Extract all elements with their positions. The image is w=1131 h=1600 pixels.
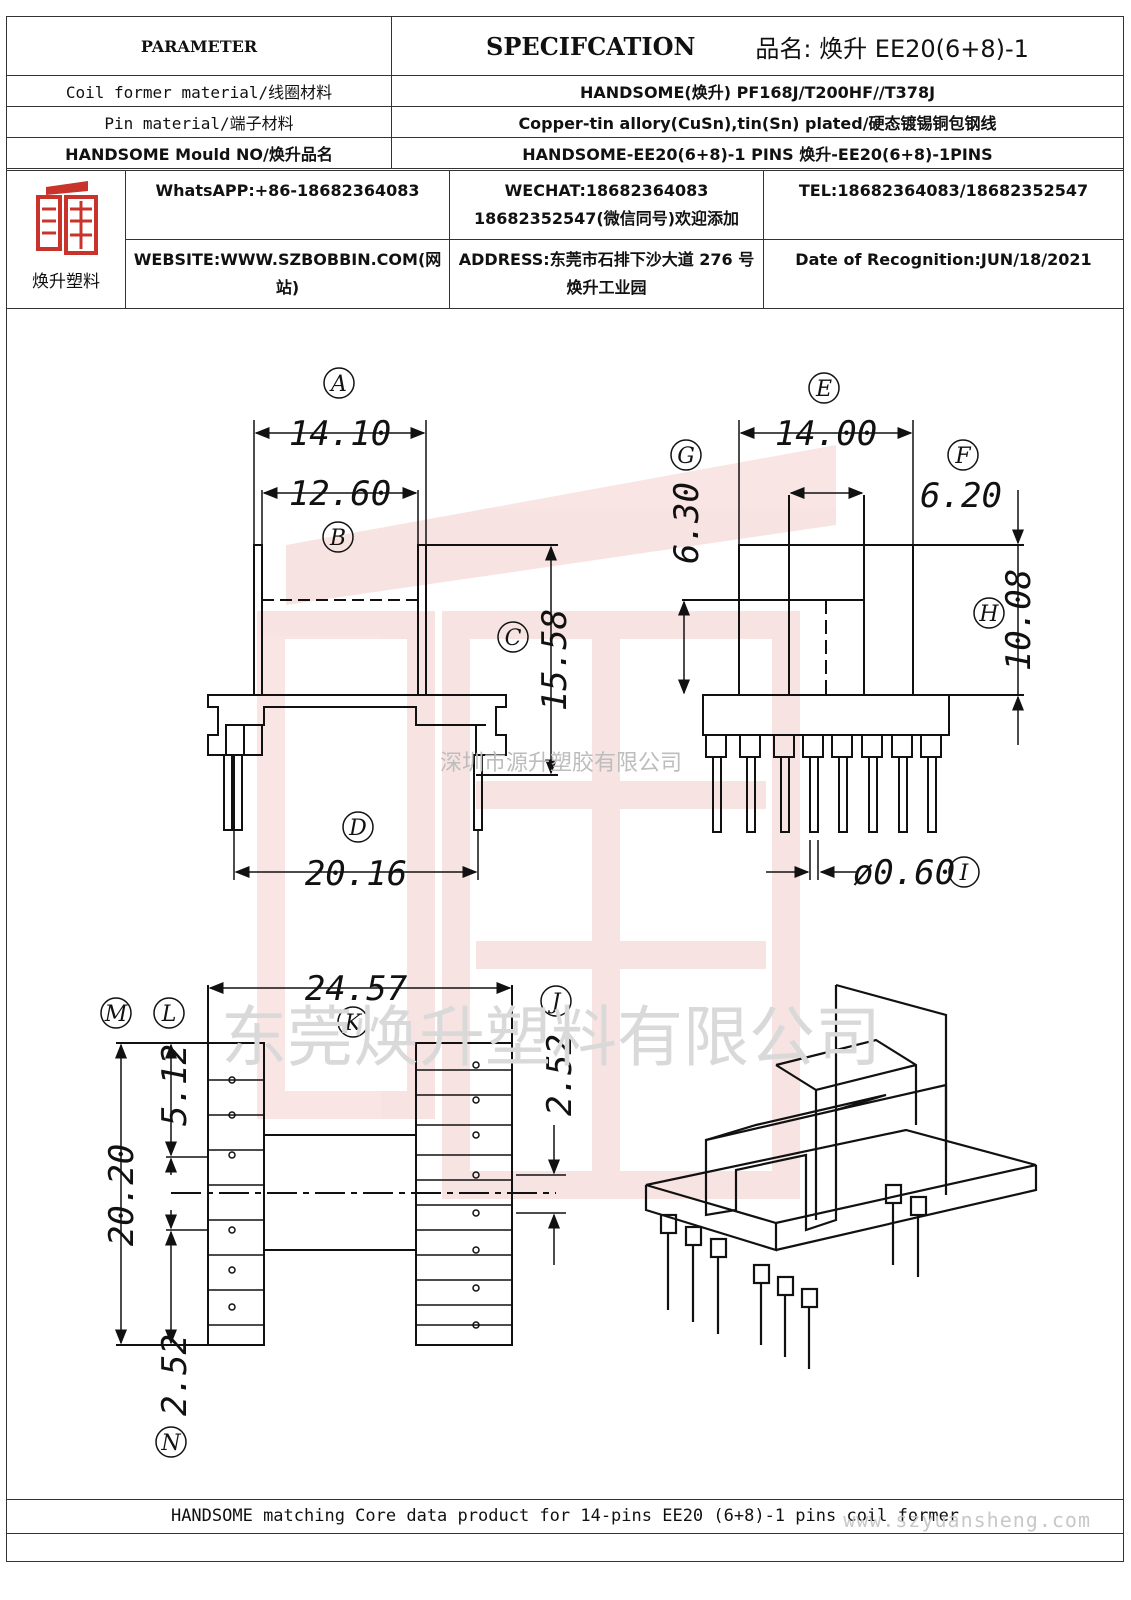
dimension-values: 14.10 12.60 15.58 20.16 14.00 6.20 6.30 … [102, 414, 1039, 1416]
technical-drawing: A B C D E F G H I J K L M N 14.10 12.60 … [100, 367, 1039, 1458]
label-M: M [100, 997, 132, 1029]
dim-J: 2.52 [540, 1034, 580, 1116]
side-view [682, 495, 1024, 833]
svg-text:M: M [104, 1002, 128, 1027]
recognition-date: Date of Recognition:JUN/18/2021 [763, 239, 1124, 309]
isometric-view [644, 983, 1038, 1369]
company-logo: 焕升塑料 [6, 170, 126, 309]
wechat-line2: 18682352547(微信同号)欢迎添加 [473, 209, 740, 228]
tel: TEL:18682364083/18682352547 [763, 170, 1124, 240]
label-N: N [155, 1426, 187, 1458]
address: ADDRESS:东莞市石排下沙大道 276 号焕升工业园 [449, 239, 764, 309]
dim-L: 5.12 [155, 1044, 195, 1126]
label-E: E [808, 372, 840, 404]
svg-text:E: E [815, 377, 832, 402]
specification-heading-cell: SPECIFCATION 品名: 焕升 EE20(6+8)-1 [391, 16, 1124, 76]
svg-text:D: D [348, 816, 367, 841]
wechat: WECHAT:18682364083 18682352547(微信同号)欢迎添加 [449, 170, 764, 240]
pin-material-value: Copper-tin allory(CuSn),tin(Sn) plated/硬… [391, 106, 1124, 138]
specification-heading: SPECIFCATION [486, 31, 696, 61]
bottom-view [116, 985, 556, 1346]
svg-text:H: H [978, 602, 999, 627]
side-view-pins [705, 734, 942, 833]
dim-M: 20.20 [102, 1144, 142, 1246]
label-H: H [973, 597, 1005, 629]
mould-no-label: HANDSOME Mould NO/焕升品名 [6, 137, 392, 169]
svg-text:B: B [329, 526, 346, 551]
dim-N: 2.52 [155, 1334, 195, 1416]
dim-A: 14.10 [289, 414, 391, 454]
company-info-table: 焕升塑料 WhatsAPP:+86-18682364083 WECHAT:186… [6, 170, 1124, 309]
footer-note: HANDSOME matching Core data product for … [6, 1499, 1124, 1534]
svg-text:I: I [959, 861, 970, 886]
watermark-large: 东莞焕升塑料有限公司 [221, 999, 881, 1076]
website: WEBSITE:WWW.SZBOBBIN.COM(网站) [125, 239, 450, 309]
pin-material-label: Pin material/端子材料 [6, 106, 392, 138]
bottom-view-slots [208, 1061, 512, 1329]
dim-I: ø0.60 [853, 853, 955, 893]
background-logo-watermark [257, 445, 836, 1199]
label-J: J [540, 985, 572, 1017]
wechat-line1: WECHAT:18682364083 [504, 181, 709, 200]
svg-text:G: G [677, 444, 695, 469]
whatsapp: WhatsAPP:+86-18682364083 [125, 170, 450, 240]
dim-K: 24.57 [305, 969, 408, 1009]
product-name-label: 品名: [755, 34, 812, 63]
dimension-lines [115, 420, 1024, 1345]
dim-H: 10.08 [999, 569, 1039, 671]
svg-text:J: J [548, 990, 562, 1015]
parameter-heading: PARAMETER [6, 16, 392, 76]
dim-C: 15.58 [535, 609, 575, 711]
isometric-pins [659, 1183, 928, 1369]
dim-B: 12.60 [289, 474, 391, 514]
svg-text:F: F [954, 444, 971, 469]
coil-material-label: Coil former material/线圈材料 [6, 75, 392, 107]
watermark-small: 深圳市源升塑胶有限公司 [440, 751, 682, 776]
label-L: L [153, 997, 185, 1029]
svg-text:A: A [329, 372, 347, 397]
svg-text:C: C [505, 626, 522, 651]
label-D: D [342, 811, 374, 843]
dim-F: 6.20 [920, 476, 1002, 516]
spec-table: PARAMETER SPECIFCATION 品名: 焕升 EE20(6+8)-… [6, 16, 1124, 169]
product-name-value: 焕升 EE20(6+8)-1 [819, 34, 1029, 63]
front-view [207, 544, 558, 831]
mould-no-value: HANDSOME-EE20(6+8)-1 PINS 焕升-EE20(6+8)-1… [391, 137, 1124, 169]
label-F: F [947, 439, 979, 471]
dim-G: 6.30 [667, 482, 707, 564]
svg-text:K: K [344, 1011, 363, 1036]
label-K: K [337, 1006, 369, 1038]
dim-D: 20.16 [305, 854, 407, 894]
site-watermark: www.szyuansheng.com [843, 1508, 1091, 1532]
circled-labels: A B C D E F G H I J K L M N [100, 367, 1005, 1458]
label-G: G [670, 439, 702, 471]
logo-text: 焕升塑料 [32, 272, 100, 292]
product-name: 品名: 焕升 EE20(6+8)-1 [755, 29, 1029, 64]
handsome-logo-icon [36, 181, 98, 255]
dim-E: 14.00 [775, 414, 877, 454]
svg-text:L: L [161, 1002, 177, 1027]
label-B: B [322, 521, 354, 553]
label-I: I [948, 856, 980, 888]
label-A: A [323, 367, 355, 399]
coil-material-value: HANDSOME(焕升) PF168J/T200HF//T378J [391, 75, 1124, 107]
svg-text:N: N [160, 1431, 181, 1456]
label-C: C [497, 621, 529, 653]
